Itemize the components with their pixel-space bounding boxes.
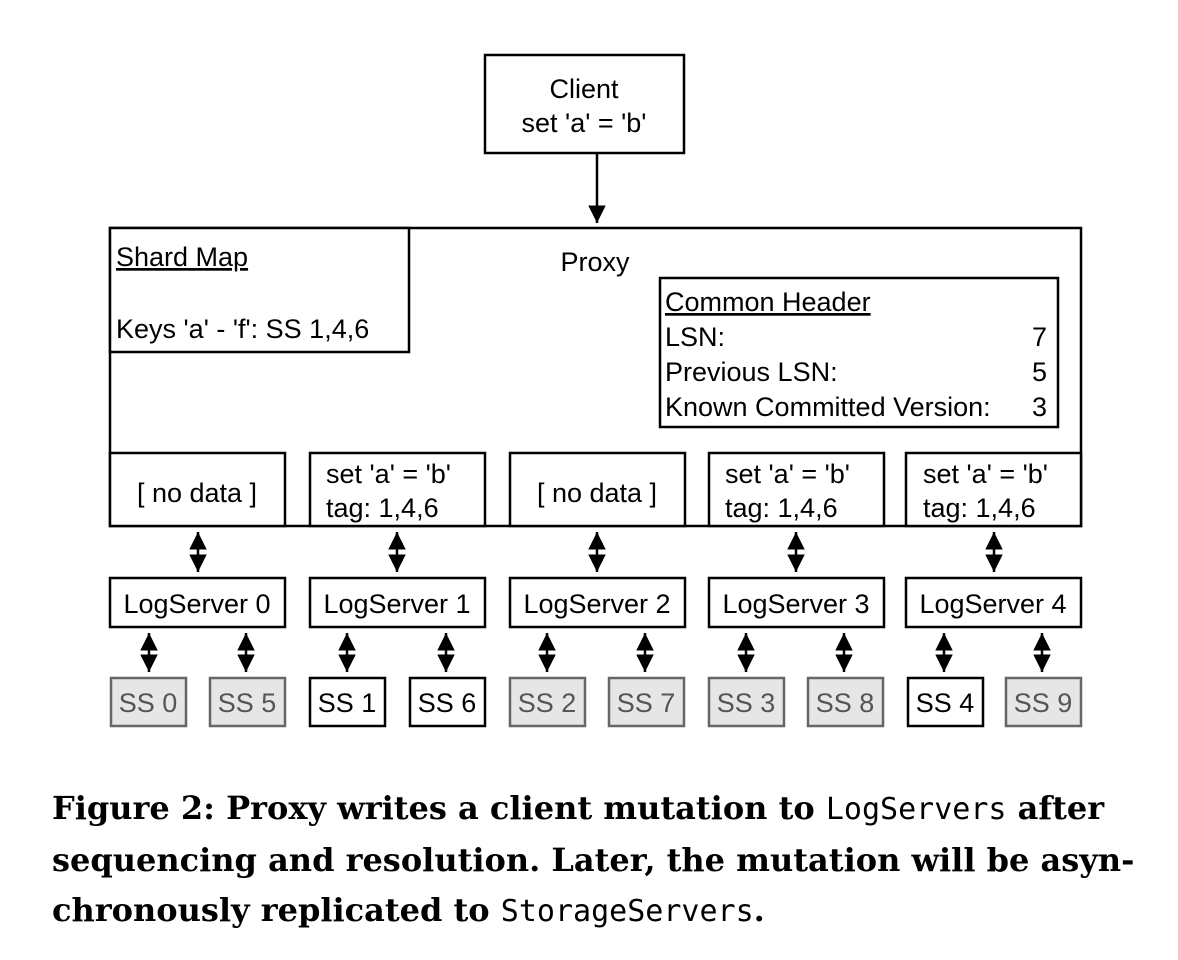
buffer-box <box>707 451 886 528</box>
buffer-box <box>308 451 487 528</box>
storage-server-box <box>707 676 786 728</box>
storage-server-label: SS 9 <box>1014 688 1073 718</box>
caption-code-logservers: LogServers <box>825 792 1007 827</box>
logserver-label: LogServer 2 <box>523 589 670 619</box>
shard-map-box <box>108 226 411 354</box>
storage-server-box <box>607 676 686 728</box>
storage-server-box <box>806 676 885 728</box>
logserver-label: LogServer 4 <box>919 589 1066 619</box>
shard-map-title: Shard Map <box>116 242 248 272</box>
buffer-mutation: set 'a' = 'b' <box>326 459 451 489</box>
logserver-box <box>108 576 287 629</box>
caption-code-storageservers: StorageServers <box>500 894 754 929</box>
buffer-box <box>904 451 1083 528</box>
header-row-label: Known Committed Version: <box>665 392 991 422</box>
caption-text: Figure 2: Proxy writes a client mutation… <box>52 789 826 827</box>
header-row-value: 7 <box>1032 322 1047 352</box>
buffer-mutation: set 'a' = 'b' <box>725 459 850 489</box>
caption-text: after sequencing and resolution. Later, … <box>52 789 1135 929</box>
storage-server-box <box>109 676 188 728</box>
caption-text: . <box>753 891 765 929</box>
logserver-box <box>308 576 487 629</box>
storage-server-box <box>408 676 487 728</box>
figure-caption: Figure 2: Proxy writes a client mutation… <box>52 783 1152 937</box>
storage-server-label: SS 0 <box>119 688 178 718</box>
storage-server-label: SS 3 <box>717 688 776 718</box>
logserver-box <box>508 576 687 629</box>
storage-server-box <box>1004 676 1083 728</box>
storage-server-label: SS 8 <box>816 688 875 718</box>
storage-server-label: SS 5 <box>218 688 277 718</box>
proxy-label: Proxy <box>560 247 630 277</box>
logserver-label: LogServer 0 <box>123 589 270 619</box>
architecture-diagram: Client set 'a' = 'b' Proxy Shard Map Key… <box>108 53 1083 728</box>
storage-server-label: SS 4 <box>916 688 975 718</box>
storage-server-box <box>308 676 387 728</box>
buffer-tag: tag: 1,4,6 <box>923 493 1036 523</box>
storage-server-label: SS 6 <box>418 688 477 718</box>
storage-server-label: SS 1 <box>318 688 377 718</box>
logserver-box <box>904 576 1083 629</box>
buffer-no-data: [ no data ] <box>537 478 657 508</box>
shard-map-entry: Keys 'a' - 'f': SS 1,4,6 <box>116 314 369 344</box>
header-row-value: 5 <box>1032 357 1047 387</box>
client-label: Client <box>549 74 619 104</box>
logserver-label: LogServer 3 <box>722 589 869 619</box>
buffer-box <box>108 451 287 528</box>
client-operation: set 'a' = 'b' <box>522 108 647 138</box>
common-header-title: Common Header <box>665 287 871 317</box>
buffer-tag: tag: 1,4,6 <box>725 493 838 523</box>
buffer-no-data: [ no data ] <box>137 478 257 508</box>
logserver-box <box>707 576 886 629</box>
header-row-value: 3 <box>1032 392 1047 422</box>
header-row-label: Previous LSN: <box>665 357 838 387</box>
storage-server-label: SS 7 <box>617 688 676 718</box>
storage-server-label: SS 2 <box>518 688 577 718</box>
client-box <box>483 53 686 155</box>
buffer-tag: tag: 1,4,6 <box>326 493 439 523</box>
common-header-box <box>658 276 1060 429</box>
header-row-label: LSN: <box>665 322 725 352</box>
buffer-mutation: set 'a' = 'b' <box>923 459 1048 489</box>
storage-server-box <box>508 676 587 728</box>
storage-server-box <box>208 676 287 728</box>
storage-server-box <box>906 676 985 728</box>
logserver-label: LogServer 1 <box>323 589 470 619</box>
buffer-box <box>508 451 687 528</box>
